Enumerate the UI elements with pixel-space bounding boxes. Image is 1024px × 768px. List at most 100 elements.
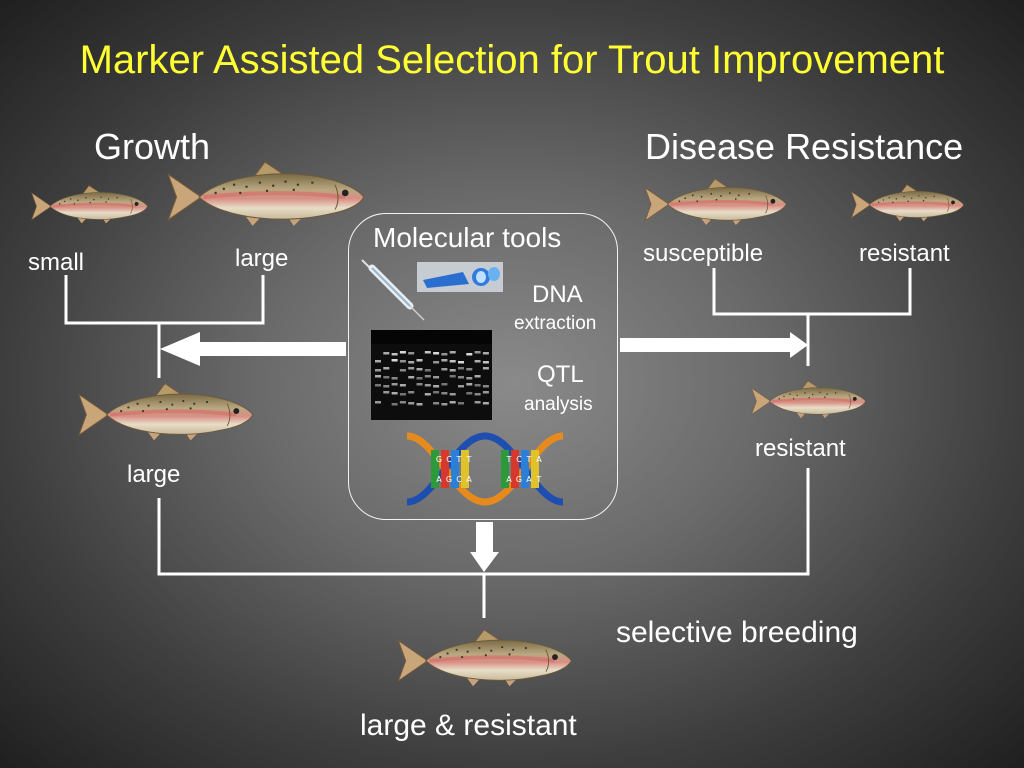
helix-base-pair: [441, 450, 449, 488]
gel-band: [449, 369, 456, 372]
gel-band: [466, 377, 473, 380]
gel-band: [458, 402, 464, 405]
selected-large-label: large: [127, 461, 181, 488]
gel-band: [399, 384, 406, 387]
gel-band: [391, 383, 398, 386]
gel-band: [441, 383, 448, 386]
gel-band: [474, 384, 481, 387]
gel-band: [441, 368, 448, 371]
helix-base-pair: [501, 450, 509, 488]
gel-band: [424, 351, 431, 354]
helix-base-pair: [431, 450, 439, 488]
helix-base-letter: G: [516, 475, 522, 484]
gel-band: [458, 367, 464, 370]
gel-band: [383, 391, 390, 394]
gel-band: [375, 375, 381, 378]
dna-label: DNA: [532, 281, 583, 308]
arrow-to-breeding: [470, 522, 499, 572]
helix-base-letter: A: [536, 455, 542, 464]
gel-band: [474, 360, 481, 363]
gel-band: [424, 384, 431, 387]
gel-band: [433, 402, 440, 405]
gel-band: [408, 367, 415, 370]
gel-band: [416, 368, 423, 371]
helix-base-pair: [521, 450, 529, 488]
slide-title: Marker Assisted Selection for Trout Impr…: [79, 38, 945, 82]
helix-base-letter: T: [506, 455, 512, 464]
gel-band: [449, 351, 456, 354]
disease-bracket: [712, 268, 912, 316]
gel-band: [391, 403, 398, 406]
gel-band: [408, 352, 415, 355]
gel-band: [474, 393, 481, 396]
gel-band: [383, 352, 390, 355]
growth-bracket: [64, 275, 265, 325]
gel-band: [399, 360, 406, 363]
gel-band: [474, 401, 481, 404]
gel-band: [441, 392, 448, 395]
extraction-label: extraction: [514, 313, 597, 334]
gel-band: [375, 360, 381, 363]
gel-band: [458, 376, 464, 379]
resistant-label: resistant: [859, 240, 950, 267]
gel-band: [482, 385, 489, 388]
analysis-label: analysis: [524, 394, 593, 415]
gel-band: [424, 375, 431, 378]
gel-band: [416, 359, 423, 362]
gel-band: [449, 393, 456, 396]
helix-base-letter: C: [456, 475, 462, 484]
large-resistant-trout-icon: [393, 626, 575, 690]
gel-band: [408, 391, 415, 394]
selective-breeding-label: selective breeding: [616, 616, 858, 649]
gel-band: [391, 353, 398, 356]
gel-band: [466, 383, 473, 386]
helix-base-letter: C: [446, 455, 452, 464]
gel-band: [391, 377, 398, 380]
gel-band: [391, 359, 398, 362]
gel-band: [449, 360, 456, 363]
disease-resistance-heading: Disease Resistance: [645, 126, 964, 167]
small-label: small: [28, 249, 85, 276]
gel-band: [416, 377, 423, 380]
gel-band: [449, 401, 456, 404]
gel-band: [408, 376, 415, 379]
gel-band: [466, 368, 473, 371]
gel-band: [433, 385, 440, 388]
gel-electrophoresis-image: [371, 330, 492, 420]
helix-base-pair: [451, 450, 459, 488]
helix-base-letter: A: [526, 475, 532, 484]
gel-band: [482, 352, 489, 355]
helix-base-letter: T: [456, 455, 462, 464]
gel-band: [399, 369, 406, 372]
growth-heading: Growth: [94, 126, 211, 167]
gel-band: [399, 393, 406, 396]
selected-large-trout-icon: [72, 380, 258, 444]
helix-base-letter: A: [466, 475, 472, 484]
gel-band: [441, 403, 448, 406]
gel-band: [482, 391, 489, 394]
gel-band: [408, 361, 415, 364]
helix-base-pair: [511, 450, 519, 488]
gel-band: [433, 391, 440, 394]
susceptible-trout-icon: [640, 176, 790, 228]
gel-band: [466, 392, 473, 395]
molecular-tools-title: Molecular tools: [373, 222, 562, 253]
molecular-tools-box: [348, 213, 618, 520]
gel-band: [466, 353, 473, 356]
gel-band: [375, 401, 381, 404]
small-trout-icon: [28, 183, 150, 226]
selected-resistant-label: resistant: [755, 435, 846, 462]
selected-resistant-trout-icon: [748, 378, 868, 421]
syringe-icon: [361, 259, 425, 321]
susceptible-label: susceptible: [643, 240, 764, 267]
large-label: large: [235, 245, 289, 272]
gel-band: [458, 361, 464, 364]
gel-band: [424, 393, 431, 396]
gel-band: [474, 351, 481, 354]
helix-base-letter: A: [506, 475, 512, 484]
gel-band: [433, 361, 440, 364]
gel-band: [408, 402, 415, 405]
sample-tube-icon: [417, 262, 503, 292]
